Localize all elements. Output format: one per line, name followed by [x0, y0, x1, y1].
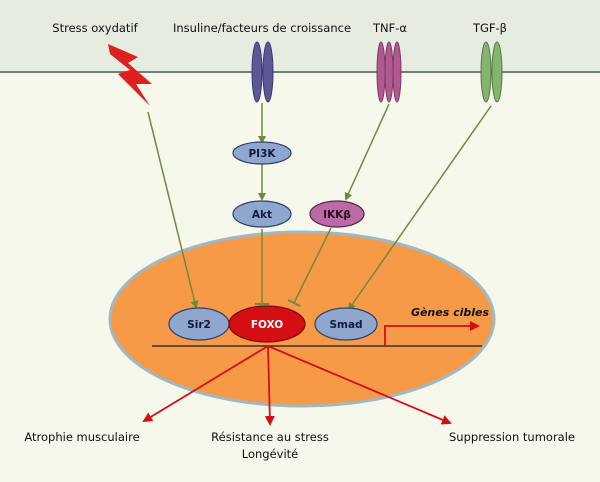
- ikk-node: [309, 200, 365, 228]
- arrow-stress-sir2: [147, 111, 199, 309]
- tnf-receptor: [376, 41, 402, 103]
- inhibition-ikk-foxo: [287, 227, 332, 307]
- longevity-label: Longévité: [241, 447, 299, 461]
- foxo-label: FOXO: [251, 319, 283, 331]
- pi3k-node: [232, 141, 292, 165]
- akt-node: [232, 200, 292, 228]
- arrow-tumor-suppression: [267, 345, 452, 425]
- insulin-label: Insuline/facteurs de croissance: [172, 21, 352, 35]
- stress-bolt-icon: [108, 44, 152, 106]
- smad-label: Smad: [329, 319, 362, 331]
- stress-resistance-label: Résistance au stress: [211, 430, 329, 444]
- ikk-label: IKKβ: [323, 209, 351, 221]
- tnf-label: TNF-α: [373, 21, 407, 35]
- arrow-tgf-smad: [347, 105, 492, 311]
- atrophy-label: Atrophie musculaire: [24, 430, 140, 444]
- insulin-receptor: [251, 41, 274, 103]
- extracellular-space: [0, 0, 600, 72]
- target-genes-label: Gènes cibles: [411, 306, 490, 319]
- tgf-receptor: [480, 41, 503, 103]
- arrow-stress-resistance: [264, 345, 275, 426]
- foxo-node: [228, 305, 306, 343]
- akt-label: Akt: [252, 209, 272, 221]
- inhibition-akt-foxo: [255, 229, 269, 305]
- tumor-suppression-label: Suppression tumorale: [449, 430, 575, 444]
- pi3k-label: PI3K: [248, 148, 276, 160]
- target-genes-arrow: [384, 321, 480, 346]
- tgf-label: TGF-β: [472, 21, 508, 35]
- arrow-tnf-ikk: [344, 103, 390, 201]
- sir2-label: Sir2: [187, 319, 211, 331]
- stress-label: Stress oxydatif: [52, 21, 138, 35]
- smad-node: [314, 307, 378, 341]
- arrow-atrophy: [142, 345, 269, 423]
